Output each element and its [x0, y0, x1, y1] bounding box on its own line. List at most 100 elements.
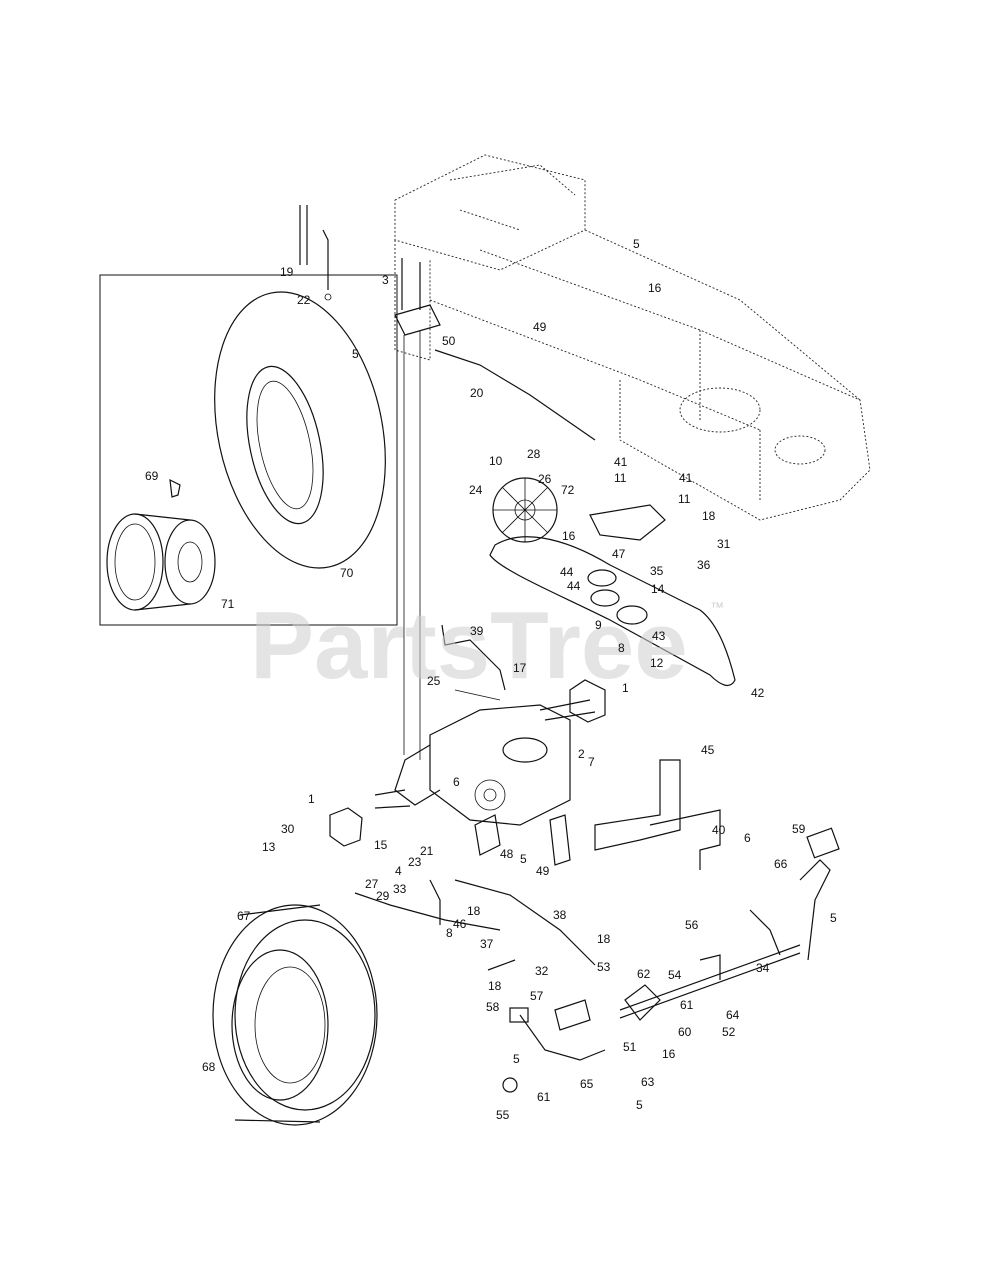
linkages[interactable]	[354, 879, 596, 971]
callout-68[interactable]: 68	[202, 1060, 216, 1074]
callout-26[interactable]: 26	[538, 472, 552, 486]
callout-13[interactable]: 13	[262, 840, 276, 854]
callout-15[interactable]: 15	[374, 838, 388, 852]
callout-28[interactable]: 28	[527, 447, 541, 461]
valve-stem-69[interactable]	[169, 478, 181, 498]
callout-61a[interactable]: 61	[680, 998, 694, 1012]
callout-8a[interactable]: 8	[618, 641, 625, 655]
callout-16a[interactable]: 16	[648, 281, 662, 295]
callout-2[interactable]: 2	[578, 747, 585, 761]
callout-64[interactable]: 64	[726, 1008, 740, 1022]
callout-49a[interactable]: 49	[533, 320, 547, 334]
callout-67[interactable]: 67	[237, 909, 251, 923]
callout-56[interactable]: 56	[685, 918, 699, 932]
callout-14[interactable]: 14	[651, 582, 665, 596]
callout-5b[interactable]: 5	[352, 347, 359, 361]
callout-72[interactable]: 72	[561, 483, 575, 497]
callout-60[interactable]: 60	[678, 1025, 692, 1039]
callout-6b[interactable]: 6	[744, 831, 751, 845]
callout-6a[interactable]: 6	[453, 775, 460, 789]
callout-66[interactable]: 66	[774, 857, 788, 871]
callout-33[interactable]: 33	[393, 882, 407, 896]
callout-4[interactable]: 4	[395, 864, 402, 878]
callout-57[interactable]: 57	[530, 989, 544, 1003]
callout-39[interactable]: 39	[470, 624, 484, 638]
callout-51[interactable]: 51	[623, 1040, 637, 1054]
callout-35[interactable]: 35	[650, 564, 664, 578]
callout-12[interactable]: 12	[650, 656, 664, 670]
callout-20[interactable]: 20	[470, 386, 484, 400]
drive-belt-42[interactable]	[489, 536, 736, 687]
callout-44a[interactable]: 44	[560, 565, 574, 579]
callout-23[interactable]: 23	[408, 855, 422, 869]
callout-18c[interactable]: 18	[488, 979, 502, 993]
callout-46[interactable]: 46	[453, 917, 467, 931]
callout-48[interactable]: 48	[500, 847, 514, 861]
callout-47[interactable]: 47	[612, 547, 626, 561]
callout-18b[interactable]: 18	[467, 904, 481, 918]
callout-1a[interactable]: 1	[622, 681, 629, 695]
callout-7[interactable]: 7	[588, 755, 595, 769]
plate-48-49[interactable]	[474, 814, 571, 866]
callout-3[interactable]: 3	[382, 273, 389, 287]
rim-71[interactable]	[106, 513, 216, 611]
callout-16b[interactable]: 16	[562, 529, 576, 543]
callout-11b[interactable]: 11	[678, 492, 691, 506]
callout-5e[interactable]: 5	[513, 1052, 520, 1066]
callout-53[interactable]: 53	[597, 960, 611, 974]
callout-5d[interactable]: 5	[830, 911, 837, 925]
callout-21[interactable]: 21	[420, 844, 434, 858]
callout-9[interactable]: 9	[595, 618, 602, 632]
callout-43[interactable]: 43	[652, 629, 666, 643]
callout-58[interactable]: 58	[486, 1000, 500, 1014]
tire-70[interactable]	[191, 276, 410, 584]
callout-25[interactable]: 25	[427, 674, 441, 688]
callout-18a[interactable]: 18	[702, 509, 716, 523]
callout-55[interactable]: 55	[496, 1108, 510, 1122]
hubs[interactable]	[329, 679, 606, 847]
callout-54[interactable]: 54	[668, 968, 682, 982]
callout-17[interactable]: 17	[513, 661, 527, 675]
pulleys[interactable]	[587, 569, 648, 625]
callout-8b[interactable]: 8	[446, 926, 453, 940]
callout-19[interactable]: 19	[280, 265, 294, 279]
callout-5f[interactable]: 5	[636, 1098, 643, 1112]
callout-49b[interactable]: 49	[536, 864, 550, 878]
callout-24[interactable]: 24	[469, 483, 483, 497]
callout-42[interactable]: 42	[751, 686, 765, 700]
tire-67[interactable]	[212, 904, 378, 1126]
callout-34[interactable]: 34	[756, 961, 770, 975]
cable-20[interactable]	[434, 349, 596, 441]
callout-59[interactable]: 59	[792, 822, 806, 836]
callout-41b[interactable]: 41	[679, 471, 693, 485]
callout-45[interactable]: 45	[701, 743, 715, 757]
callout-32[interactable]: 32	[535, 964, 549, 978]
idler-bracket[interactable]	[589, 504, 666, 541]
pedal-assembly[interactable]	[502, 827, 840, 1093]
callout-71[interactable]: 71	[221, 597, 235, 611]
callout-30[interactable]: 30	[281, 822, 295, 836]
callout-18d[interactable]: 18	[597, 932, 611, 946]
callout-41a[interactable]: 41	[614, 455, 628, 469]
callout-29[interactable]: 29	[376, 889, 390, 903]
callout-70[interactable]: 70	[340, 566, 354, 580]
callout-38[interactable]: 38	[553, 908, 567, 922]
brake-bracket-45-40[interactable]	[594, 759, 721, 870]
callout-52[interactable]: 52	[722, 1025, 736, 1039]
callout-50[interactable]: 50	[442, 334, 456, 348]
callout-31[interactable]: 31	[717, 537, 731, 551]
callout-5a[interactable]: 5	[633, 237, 640, 251]
fan-24[interactable]	[492, 477, 558, 543]
callout-61b[interactable]: 61	[537, 1090, 551, 1104]
callout-62[interactable]: 62	[637, 967, 651, 981]
callout-1b[interactable]: 1	[308, 792, 315, 806]
callout-27[interactable]: 27	[365, 877, 379, 891]
transaxle[interactable]	[374, 699, 596, 826]
callout-36[interactable]: 36	[697, 558, 711, 572]
callout-65[interactable]: 65	[580, 1077, 594, 1091]
callout-44b[interactable]: 44	[567, 579, 581, 593]
callout-5c[interactable]: 5	[520, 852, 527, 866]
callout-40[interactable]: 40	[712, 823, 726, 837]
callout-22[interactable]: 22	[297, 293, 311, 307]
callout-37[interactable]: 37	[480, 937, 494, 951]
